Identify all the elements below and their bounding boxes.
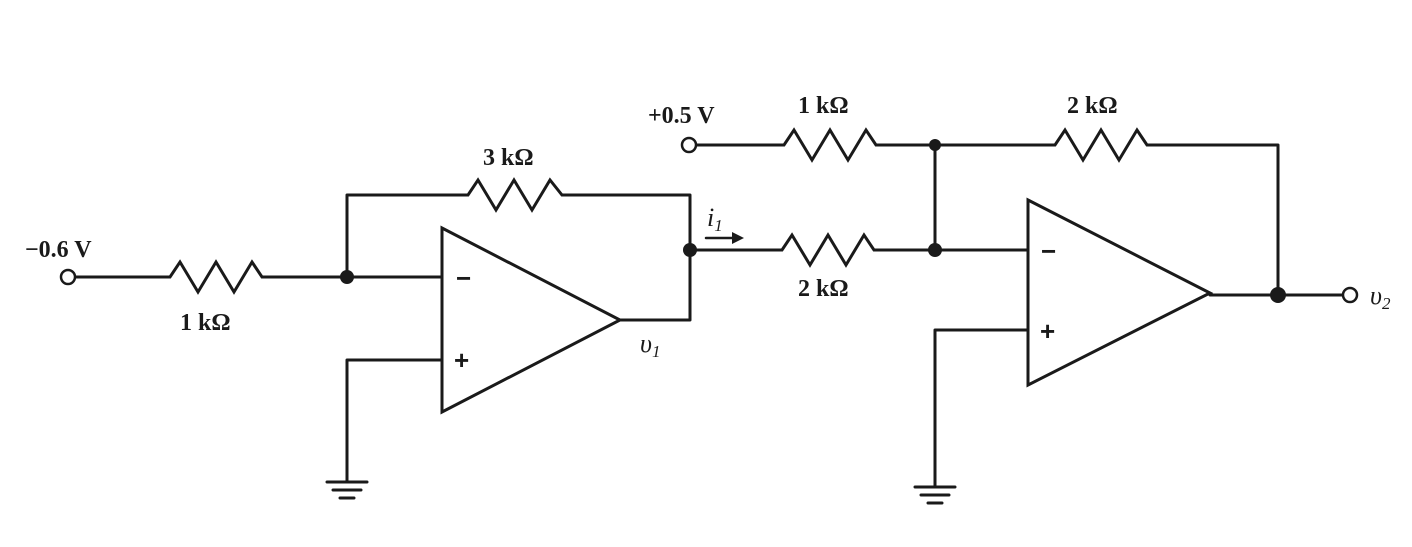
ground-symbol-2 — [913, 485, 957, 505]
stage1-wires — [73, 193, 692, 484]
stage2-wires — [688, 143, 1345, 489]
label-input-left-voltage: −0.6 V — [25, 237, 92, 263]
opamp-2 — [1026, 197, 1214, 388]
current-arrow — [704, 232, 744, 244]
resistor-feedback-2k — [1045, 127, 1155, 163]
label-output-v1: υ1 — [640, 329, 660, 361]
label-output-v2: υ2 — [1370, 281, 1391, 313]
terminal-input-left — [59, 268, 77, 286]
label-resistor-input-1k: 1 kΩ — [180, 310, 231, 336]
label-current-i1: i1 — [707, 203, 723, 235]
junction-inv2 — [928, 243, 942, 257]
junction-v2 — [1270, 287, 1286, 303]
label-resistor-feedback-3k: 3 kΩ — [483, 145, 534, 171]
opamp-1 — [440, 225, 624, 415]
junction-inv1 — [340, 270, 354, 284]
resistor-top-1k — [774, 127, 884, 163]
wire-fb2-to-output — [1153, 143, 1280, 297]
terminal-input-top — [680, 136, 698, 154]
opamp1-minus-sign: − — [456, 263, 471, 293]
wire-feedback1-left — [345, 193, 460, 279]
label-resistor-link-2k: 2 kΩ — [798, 276, 849, 302]
opamp2-minus-sign: − — [1041, 236, 1056, 266]
terminal-output-v2 — [1341, 286, 1359, 304]
label-resistor-feedback-2k: 2 kΩ — [1067, 93, 1118, 119]
wire-plus1-ground — [345, 358, 444, 484]
wire-v1-out — [618, 248, 692, 322]
wire-feedback1-right — [570, 193, 692, 252]
junction-v1 — [683, 243, 697, 257]
resistor-feedback-3k — [458, 177, 572, 213]
junction-top — [929, 139, 941, 151]
resistor-input-1k — [160, 259, 270, 295]
opamp1-plus-sign: + — [454, 345, 469, 375]
label-resistor-top-1k: 1 kΩ — [798, 93, 849, 119]
ground-symbol-1 — [325, 480, 369, 500]
wire-plus2-ground — [933, 328, 1030, 489]
label-input-top-voltage: +0.5 V — [648, 103, 715, 129]
opamp2-plus-sign: + — [1040, 316, 1055, 346]
resistor-link-2k — [772, 232, 882, 268]
